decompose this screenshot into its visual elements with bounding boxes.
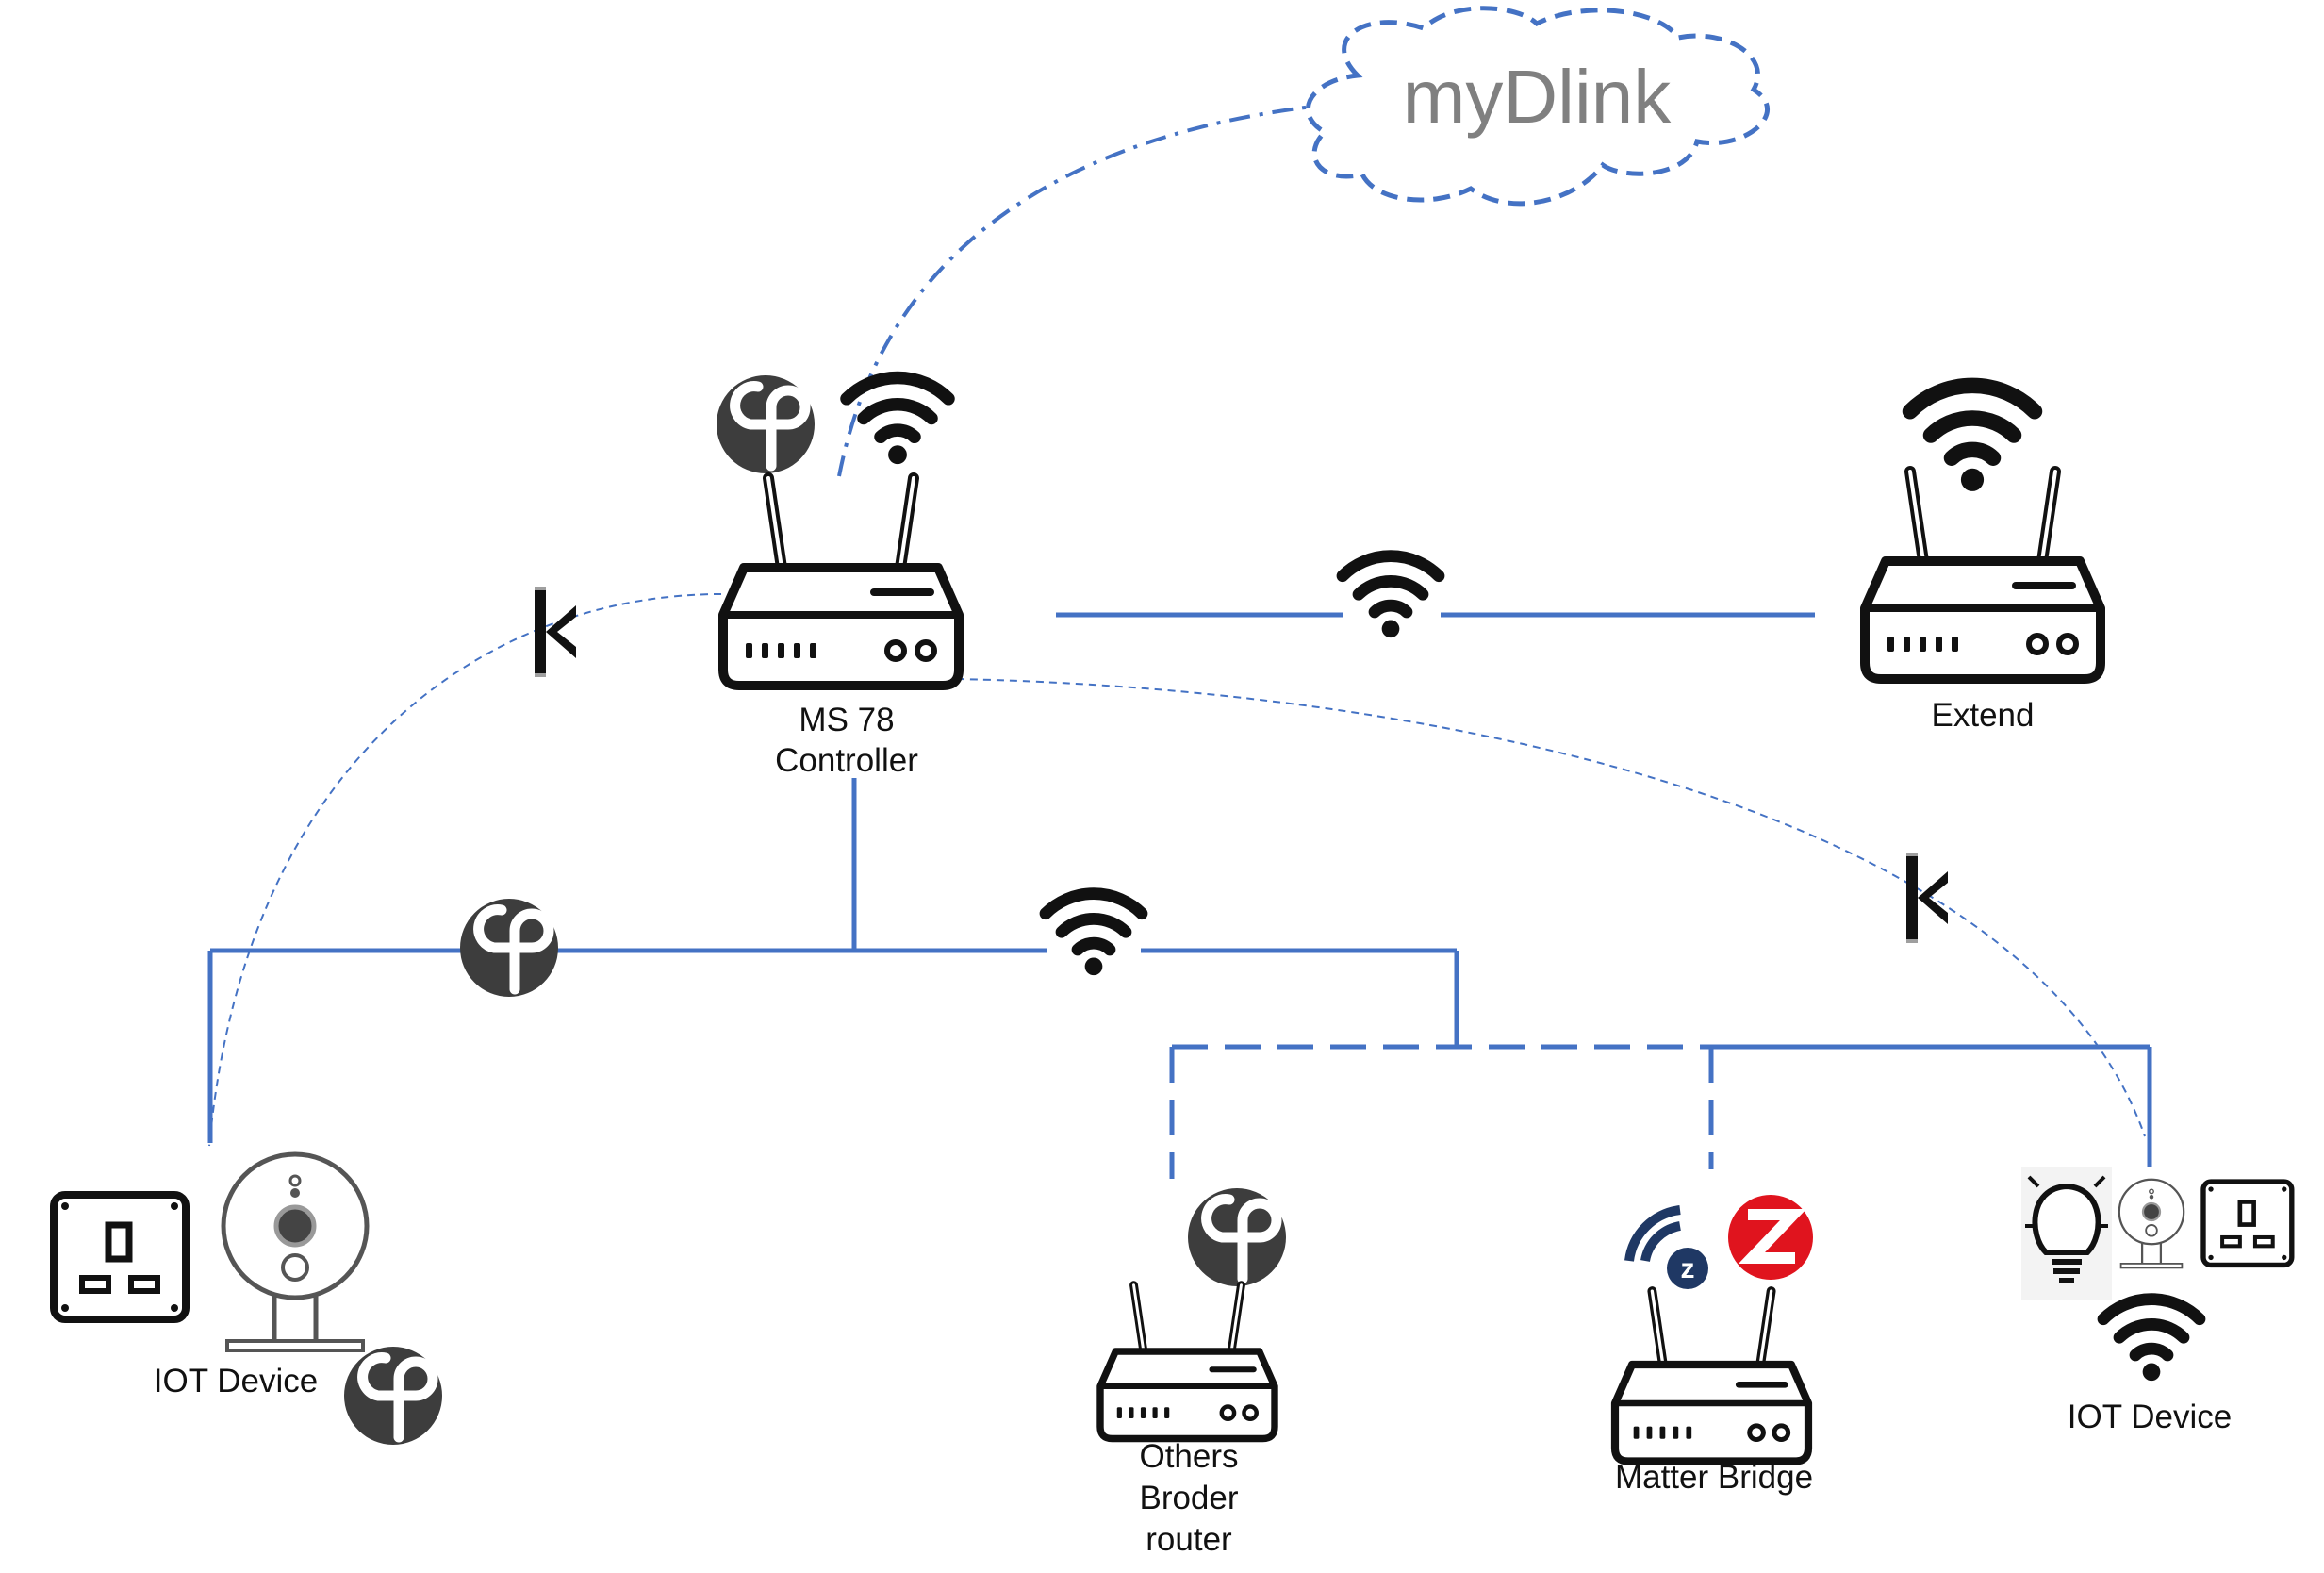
thread-icon [717, 375, 815, 473]
thread-icon [1188, 1188, 1286, 1286]
border-router-label-line2: Broder [1139, 1480, 1238, 1516]
matter-bridge-label: Matter Bridge [1615, 1459, 1813, 1496]
border-router-node: Others Broder router [1100, 1188, 1286, 1558]
matter-bridge-node: z Matter Bridge [1615, 1195, 1813, 1496]
power-socket-icon [2203, 1182, 2292, 1265]
router-icon [723, 478, 959, 686]
wifi-icon [2103, 1300, 2200, 1382]
mydlink-cloud: myDlink [1305, 6, 1770, 207]
extender-label: Extend [1932, 697, 2035, 734]
wifi-icon [847, 377, 948, 464]
zigbee-icon [1728, 1195, 1813, 1280]
camera-icon [2118, 1178, 2185, 1269]
controller-node: MS 78 Controller [717, 375, 959, 779]
links [207, 104, 2152, 1179]
cloud-icon [1305, 6, 1770, 207]
wifi-icon [1343, 556, 1439, 638]
cloud-link [837, 104, 1321, 477]
bluetooth-icon [529, 583, 582, 681]
border-router-label-line3: router [1146, 1521, 1232, 1558]
zwave-icon: z [1624, 1205, 1708, 1289]
light-bulb-icon [2021, 1167, 2112, 1300]
extender-node: Extend [1865, 386, 2101, 734]
camera-icon [223, 1154, 367, 1350]
controller-label-line2: Controller [775, 742, 918, 779]
wifi-icon [1046, 894, 1142, 976]
controller-label-line1: MS 78 [799, 702, 894, 738]
iot-left-label: IOT Device [154, 1363, 318, 1399]
router-icon [1615, 1291, 1808, 1461]
thread-icon [460, 899, 558, 997]
bluetooth-icon [1901, 849, 1953, 947]
router-icon [1865, 472, 2101, 679]
bt-link-left [208, 593, 722, 1147]
iot-right-label: IOT Device [2068, 1399, 2232, 1435]
thread-icon [344, 1347, 442, 1445]
bt-link-right [956, 678, 2146, 1137]
svg-text:z: z [1681, 1253, 1695, 1284]
power-socket-icon [54, 1195, 186, 1319]
iot-device-left: IOT Device [54, 1154, 442, 1445]
router-icon [1100, 1285, 1275, 1439]
cloud-label: myDlink [1403, 55, 1672, 139]
iot-device-right: IOT Device [2021, 1167, 2292, 1435]
wifi-icon [1910, 386, 2035, 491]
border-router-label-line1: Others [1139, 1438, 1238, 1475]
